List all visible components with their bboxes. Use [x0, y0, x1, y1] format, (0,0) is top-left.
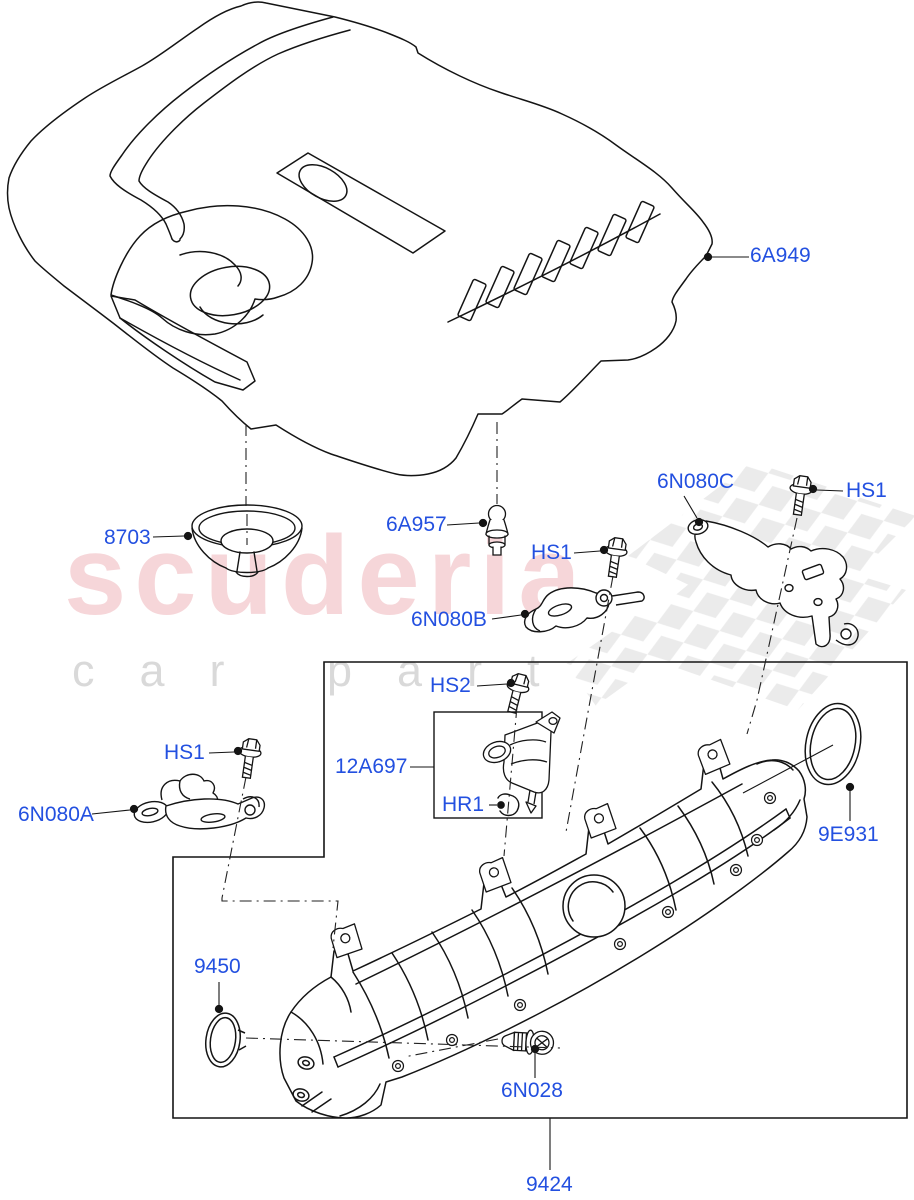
engine-cover-drawing	[6, 1, 713, 477]
part-label-seal-front[interactable]: 9450	[194, 955, 241, 978]
seal-9450-drawing	[205, 1012, 247, 1068]
part-label-hs1-upper[interactable]: HS1	[846, 479, 887, 502]
intake-manifold-drawing	[279, 737, 808, 1119]
part-label-manifold[interactable]: 9424	[526, 1173, 573, 1196]
part-label-engine-cover[interactable]: 6A949	[750, 244, 811, 267]
part-label-ball-stud[interactable]: 6A957	[386, 513, 447, 536]
part-label-manifold-bolt[interactable]: 6N028	[501, 1079, 563, 1102]
bracket-6n080a-drawing	[133, 773, 266, 830]
part-label-sensor[interactable]: 12A697	[335, 755, 408, 778]
part-label-bracket-a[interactable]: 6N080A	[18, 803, 94, 826]
part-label-seal-rear[interactable]: 9E931	[818, 823, 879, 846]
alignment-lines	[221, 422, 798, 1058]
ball-stud-drawing	[485, 504, 509, 556]
part-label-hr1[interactable]: HR1	[442, 793, 485, 816]
part-label-hs2[interactable]: HS2	[430, 674, 471, 697]
part-label-grommet[interactable]: 8703	[104, 526, 151, 549]
part-label-hs1-middle[interactable]: HS1	[531, 541, 572, 564]
hook-clip-drawing	[497, 793, 520, 817]
part-label-bracket-c[interactable]: 6N080C	[657, 470, 735, 493]
bracket-6n080b-drawing	[523, 587, 645, 633]
part-label-bracket-b[interactable]: 6N080B	[411, 608, 487, 631]
map-sensor-drawing	[482, 711, 561, 814]
callout-leaders	[91, 252, 855, 1170]
manifold-bolt-drawing	[501, 1029, 555, 1055]
seal-9e931-drawing	[804, 702, 862, 786]
manifold-group-box	[172, 661, 908, 1119]
part-label-hs1-left[interactable]: HS1	[164, 741, 205, 764]
